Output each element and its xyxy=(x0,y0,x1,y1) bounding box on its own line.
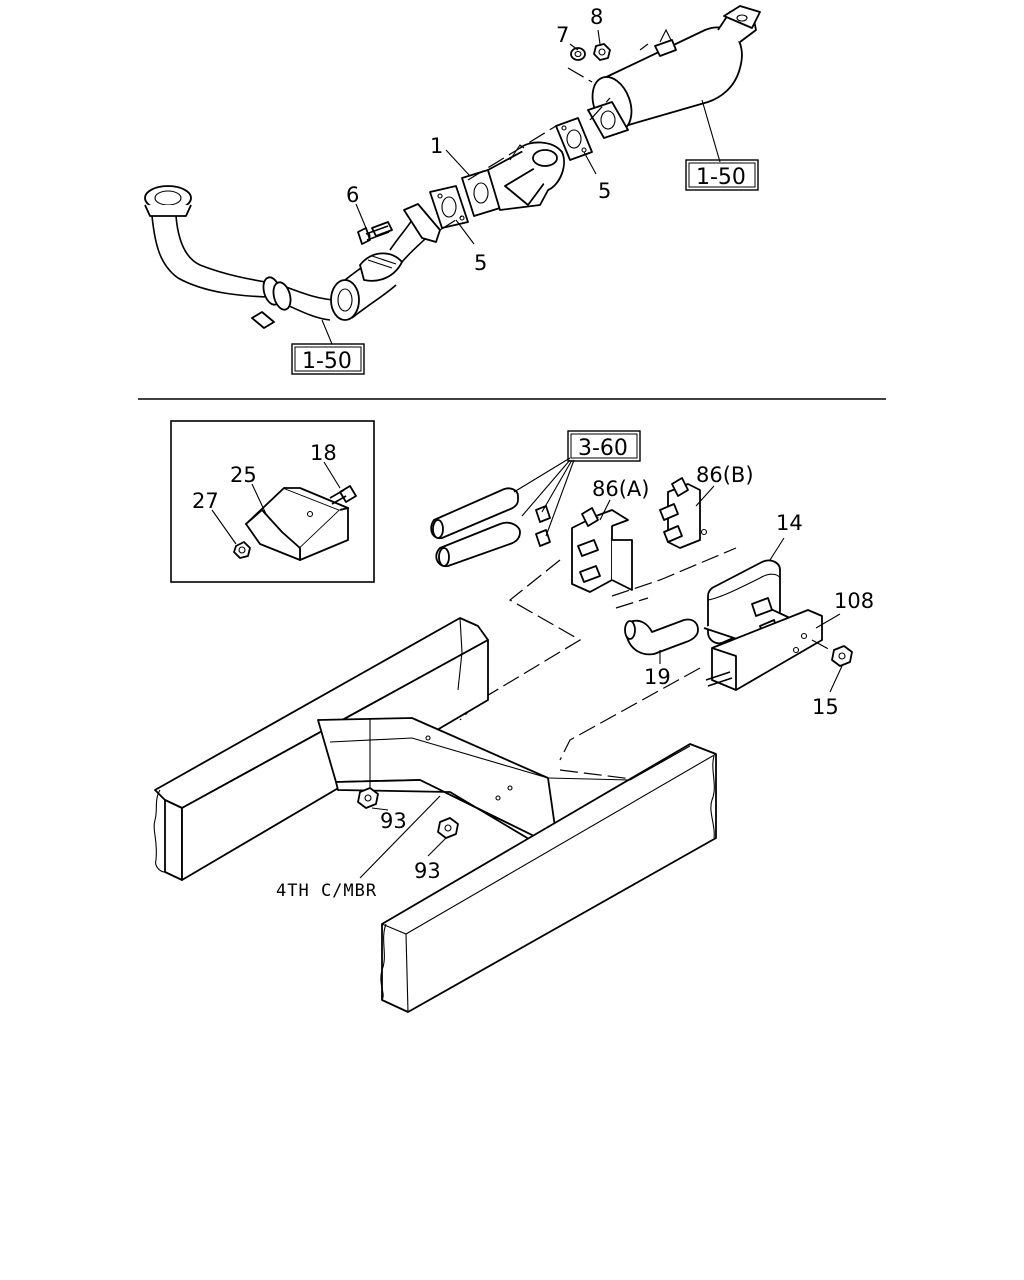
callout-86b: 86(B) xyxy=(696,463,754,487)
ref-label-muffler: 1-50 xyxy=(696,165,746,190)
callout-18: 18 xyxy=(310,441,337,465)
callout-1: 1 xyxy=(430,134,443,158)
chassis-frame xyxy=(153,617,717,1013)
nut-93-upper xyxy=(357,787,379,809)
callout-7: 7 xyxy=(556,23,569,47)
catalytic-converter xyxy=(461,141,565,217)
callout-8: 8 xyxy=(590,5,603,29)
bracket-108 xyxy=(705,609,823,691)
callout-27: 27 xyxy=(192,489,219,513)
ref-label-pipe: 1-50 xyxy=(302,349,352,374)
vacuum-hoses xyxy=(430,487,551,568)
vsv-valve-86a xyxy=(571,507,633,593)
callout-19: 19 xyxy=(644,665,671,689)
callout-108: 108 xyxy=(834,589,874,613)
bolt-18 xyxy=(329,485,357,505)
bolt-6 xyxy=(357,225,390,245)
crossmember-label: 4TH C/MBR xyxy=(276,881,377,901)
gasket-front xyxy=(429,185,469,229)
front-exhaust-pipe xyxy=(144,185,441,329)
nut-93-lower xyxy=(437,817,459,839)
callout-6: 6 xyxy=(346,183,359,207)
callout-93-upper: 93 xyxy=(380,809,407,833)
nut-27 xyxy=(233,541,251,559)
callout-25: 25 xyxy=(230,463,257,487)
callout-14: 14 xyxy=(776,511,803,535)
callout-15: 15 xyxy=(812,695,839,719)
exhaust-assembly xyxy=(144,5,761,345)
gasket-rear xyxy=(555,117,593,161)
vsv-valve-86b xyxy=(659,477,708,549)
ref-box-muffler: 1-50 xyxy=(685,159,759,191)
nut-15 xyxy=(831,645,853,667)
callout-93-lower: 93 xyxy=(414,859,441,883)
callout-5-front: 5 xyxy=(474,251,487,275)
washer-7 xyxy=(570,47,586,61)
ref-box-pipe: 1-50 xyxy=(291,343,365,375)
heat-shield-25 xyxy=(245,487,349,561)
callout-86a: 86(A) xyxy=(592,477,649,501)
ref-label-hose: 3-60 xyxy=(578,436,628,461)
hose-19 xyxy=(624,618,699,656)
muffler xyxy=(587,5,761,139)
nut-8 xyxy=(593,43,611,61)
ref-box-hose: 3-60 xyxy=(513,430,641,537)
vacuum-tank-14 xyxy=(703,559,791,645)
inset-detail xyxy=(170,420,375,583)
callout-5-rear: 5 xyxy=(598,179,611,203)
